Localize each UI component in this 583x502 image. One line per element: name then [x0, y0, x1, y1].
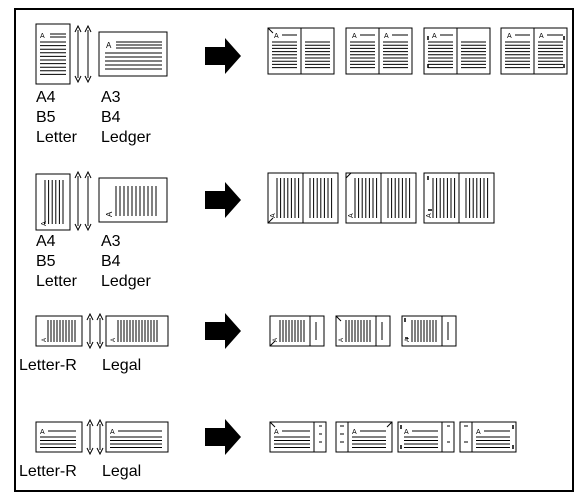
arrow-head-up [84, 24, 92, 33]
row2-direction-arrow [205, 182, 241, 218]
letter-marker: A [41, 221, 48, 226]
letter-marker: A [110, 429, 115, 436]
row2-left-size-label: A4 B5 Letter [36, 233, 77, 290]
letter-marker: A [40, 33, 45, 40]
row4-legal-page: A [105, 421, 169, 453]
corner-mark [267, 217, 274, 224]
row3-result-spread: A [269, 315, 325, 347]
corner-mark [335, 315, 342, 322]
row2-small-rotated-page: A [35, 173, 71, 231]
arrow-head-down [84, 75, 92, 84]
letter-marker: A [352, 429, 357, 436]
arrow-head-up [74, 24, 82, 33]
row3-right-size-label: Legal [102, 357, 142, 374]
arrow-head-down [84, 223, 92, 232]
letter-marker: A [42, 338, 48, 342]
row3-letter-r-page: A [35, 315, 83, 347]
row2-result-spread: A [345, 172, 417, 224]
row3-size-arrow-b [96, 312, 104, 350]
arrow-head-up [74, 170, 82, 179]
row4-left-size-label: Letter-R [19, 463, 77, 480]
corner-mark [269, 340, 276, 347]
arrow-head-up [84, 170, 92, 179]
letter-marker: A [404, 429, 409, 436]
arrow-head-down [74, 223, 82, 232]
letter-marker: A [40, 429, 45, 436]
arrow-head-up [96, 418, 104, 427]
row1-large-landscape-page: A [98, 31, 168, 77]
row4-direction-arrow [205, 419, 241, 455]
letter-marker: A [348, 213, 355, 218]
row1-size-arrow-a [74, 24, 82, 84]
corner-mark [345, 172, 352, 179]
arrow-head-down [86, 341, 94, 350]
letter-marker: A [539, 33, 544, 40]
row4-size-arrow-b [96, 418, 104, 456]
page-outline [335, 315, 391, 347]
letter-marker: A [432, 33, 437, 40]
arrow-head-down [74, 75, 82, 84]
page-outline [35, 315, 83, 347]
row3-result-spread: A [401, 315, 457, 347]
row3-left-size-label: Letter-R [19, 357, 77, 374]
page-outline [35, 173, 71, 231]
row3-result-spread: A [335, 315, 391, 347]
letter-marker: A [384, 33, 389, 40]
arrow-head-down [96, 447, 104, 456]
row4-letter-r-page: A [35, 421, 83, 453]
letter-marker: A [273, 338, 279, 342]
row4-result-spread: A [269, 421, 327, 453]
row3-size-arrow-a [86, 312, 94, 350]
row2-large-rotated-page: A [98, 177, 168, 223]
corner-mark [267, 27, 274, 34]
letter-marker: A [105, 211, 114, 217]
letter-marker: A [274, 429, 279, 436]
row1-left-size-label: A4 B5 Letter [36, 89, 77, 146]
row4-result-spread: A [335, 421, 393, 453]
letter-marker: A [405, 338, 411, 342]
row4-result-spread: A [397, 421, 455, 453]
page-outline [105, 315, 169, 347]
page-outline [269, 315, 325, 347]
corner-mark [269, 421, 276, 428]
row4-right-size-label: Legal [102, 463, 142, 480]
letter-marker: A [507, 33, 512, 40]
letter-marker: A [476, 429, 481, 436]
row2-result-spread: A [423, 172, 495, 224]
row4-size-arrow-a [86, 418, 94, 456]
row3-direction-arrow [205, 313, 241, 349]
row2-size-arrow-a [74, 170, 82, 232]
arrow-head-down [86, 447, 94, 456]
arrow-head-down [96, 341, 104, 350]
arrow-head-up [86, 312, 94, 321]
row3-legal-page: A [105, 315, 169, 347]
letter-marker: A [352, 33, 357, 40]
row1-size-arrow-b [84, 24, 92, 84]
letter-marker: A [339, 338, 345, 342]
letter-marker: A [111, 338, 117, 342]
arrow-head-up [86, 418, 94, 427]
row1-direction-arrow [205, 38, 241, 74]
row2-result-spread: A [267, 172, 339, 224]
letter-marker: A [426, 213, 433, 218]
corner-mark [386, 421, 393, 428]
letter-marker: A [106, 41, 112, 50]
row1-result-spread: A [267, 27, 335, 75]
row1-small-portrait-page: A [35, 23, 71, 85]
row4-result-spread: A [459, 421, 517, 453]
page-outline [401, 315, 457, 347]
row1-result-spread: A [423, 27, 491, 75]
letter-marker: A [274, 33, 279, 40]
letter-marker: A [270, 213, 277, 218]
row2-right-size-label: A3 B4 Ledger [101, 233, 151, 290]
row1-right-size-label: A3 B4 Ledger [101, 89, 151, 146]
arrow-head-up [96, 312, 104, 321]
row2-size-arrow-b [84, 170, 92, 232]
